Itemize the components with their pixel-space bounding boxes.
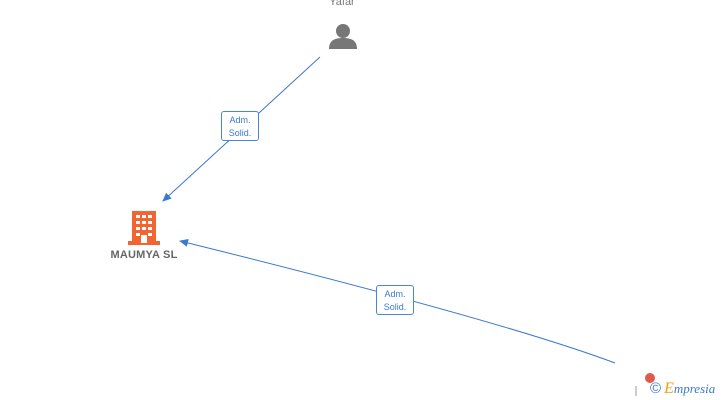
- brand-initial: E: [664, 380, 674, 397]
- edge-label-line2: Solid.: [383, 302, 407, 312]
- company-name-label[interactable]: MAUMYA SL: [110, 249, 178, 261]
- brand-name: mpresia: [673, 381, 716, 396]
- building-icon[interactable]: [128, 211, 160, 245]
- edge-label-line2: Solid.: [228, 128, 252, 138]
- edge-label-role[interactable]: Adm. Solid.: [376, 285, 414, 315]
- copyright-symbol: ©: [650, 380, 662, 397]
- person-icon-partial[interactable]: [645, 373, 655, 383]
- edge-label-line1: Adm.: [229, 115, 251, 125]
- edge-label-line1: Adm.: [384, 289, 406, 299]
- watermark: ©Empresia: [650, 380, 715, 398]
- person-icon[interactable]: [329, 24, 357, 49]
- edge-label-role[interactable]: Adm. Solid.: [221, 111, 259, 141]
- edge-line-person-bottom-to-company: [179, 239, 616, 364]
- person-name-label: Yafar: [329, 0, 355, 8]
